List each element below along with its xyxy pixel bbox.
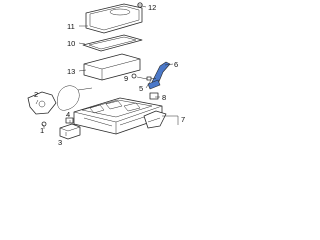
callout-1: 1 (40, 126, 44, 135)
connector-8 (149, 92, 159, 100)
callout-3: 3 (58, 138, 62, 147)
parts-diagram: 11 12 10 13 9 6 5 8 7 2 1 4 3 (27, 2, 185, 147)
callout-8: 8 (162, 93, 166, 102)
clip-4 (65, 117, 74, 124)
battery-cover (85, 3, 143, 34)
cell-module (83, 53, 141, 81)
callout-5: 5 (139, 84, 143, 93)
callout-10: 10 (67, 39, 75, 48)
mount-3 (59, 123, 81, 140)
highlighted-bracket (147, 61, 171, 90)
bracket-set-7 (143, 110, 167, 129)
callout-9: 9 (124, 74, 128, 83)
wire-harness (57, 85, 93, 111)
callout-2: 2 (34, 90, 38, 99)
callout-6: 6 (174, 60, 178, 69)
side-bracket (27, 91, 57, 115)
bolt-5 (146, 76, 156, 81)
callout-13: 13 (67, 67, 75, 76)
callouts: 11 12 10 13 9 6 5 8 7 2 1 4 3 (34, 3, 185, 147)
callout-7: 7 (181, 115, 185, 124)
callout-11: 11 (67, 22, 75, 31)
fastener-12 (137, 2, 143, 8)
pad-sheet (82, 34, 143, 52)
callout-12: 12 (148, 3, 156, 12)
leader-lines (35, 5, 179, 136)
callout-4: 4 (66, 110, 70, 119)
nut-9 (131, 73, 137, 79)
